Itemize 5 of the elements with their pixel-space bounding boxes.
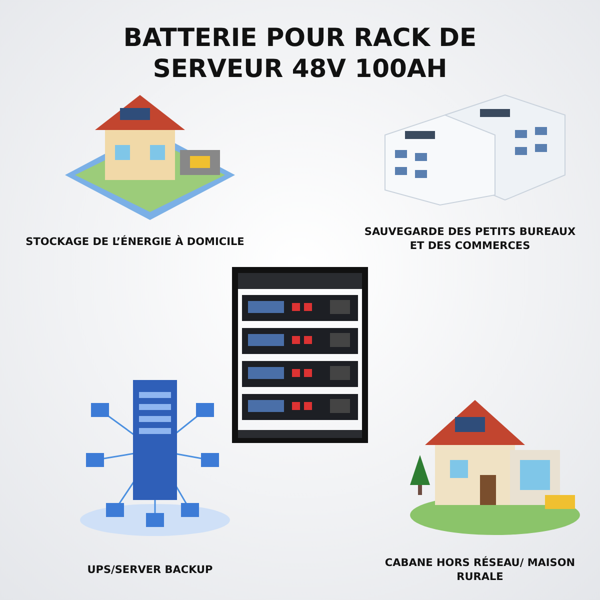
title: BATTERIE POUR RACK DE SERVEUR 48V 100AH: [122, 22, 478, 84]
scenario-caption: CABANE HORS RÉSEAU/ MAISON RURALE: [384, 556, 576, 584]
scenario-caption: STOCKAGE DE L’ÉNERGIE À DOMICILE: [24, 235, 246, 249]
scenario-caption: SAUVEGARDE DES PETITS BUREAUX ET DES COMMERCES: [363, 225, 577, 253]
scenario-caption: UPS/SERVER BACKUP: [86, 563, 214, 577]
